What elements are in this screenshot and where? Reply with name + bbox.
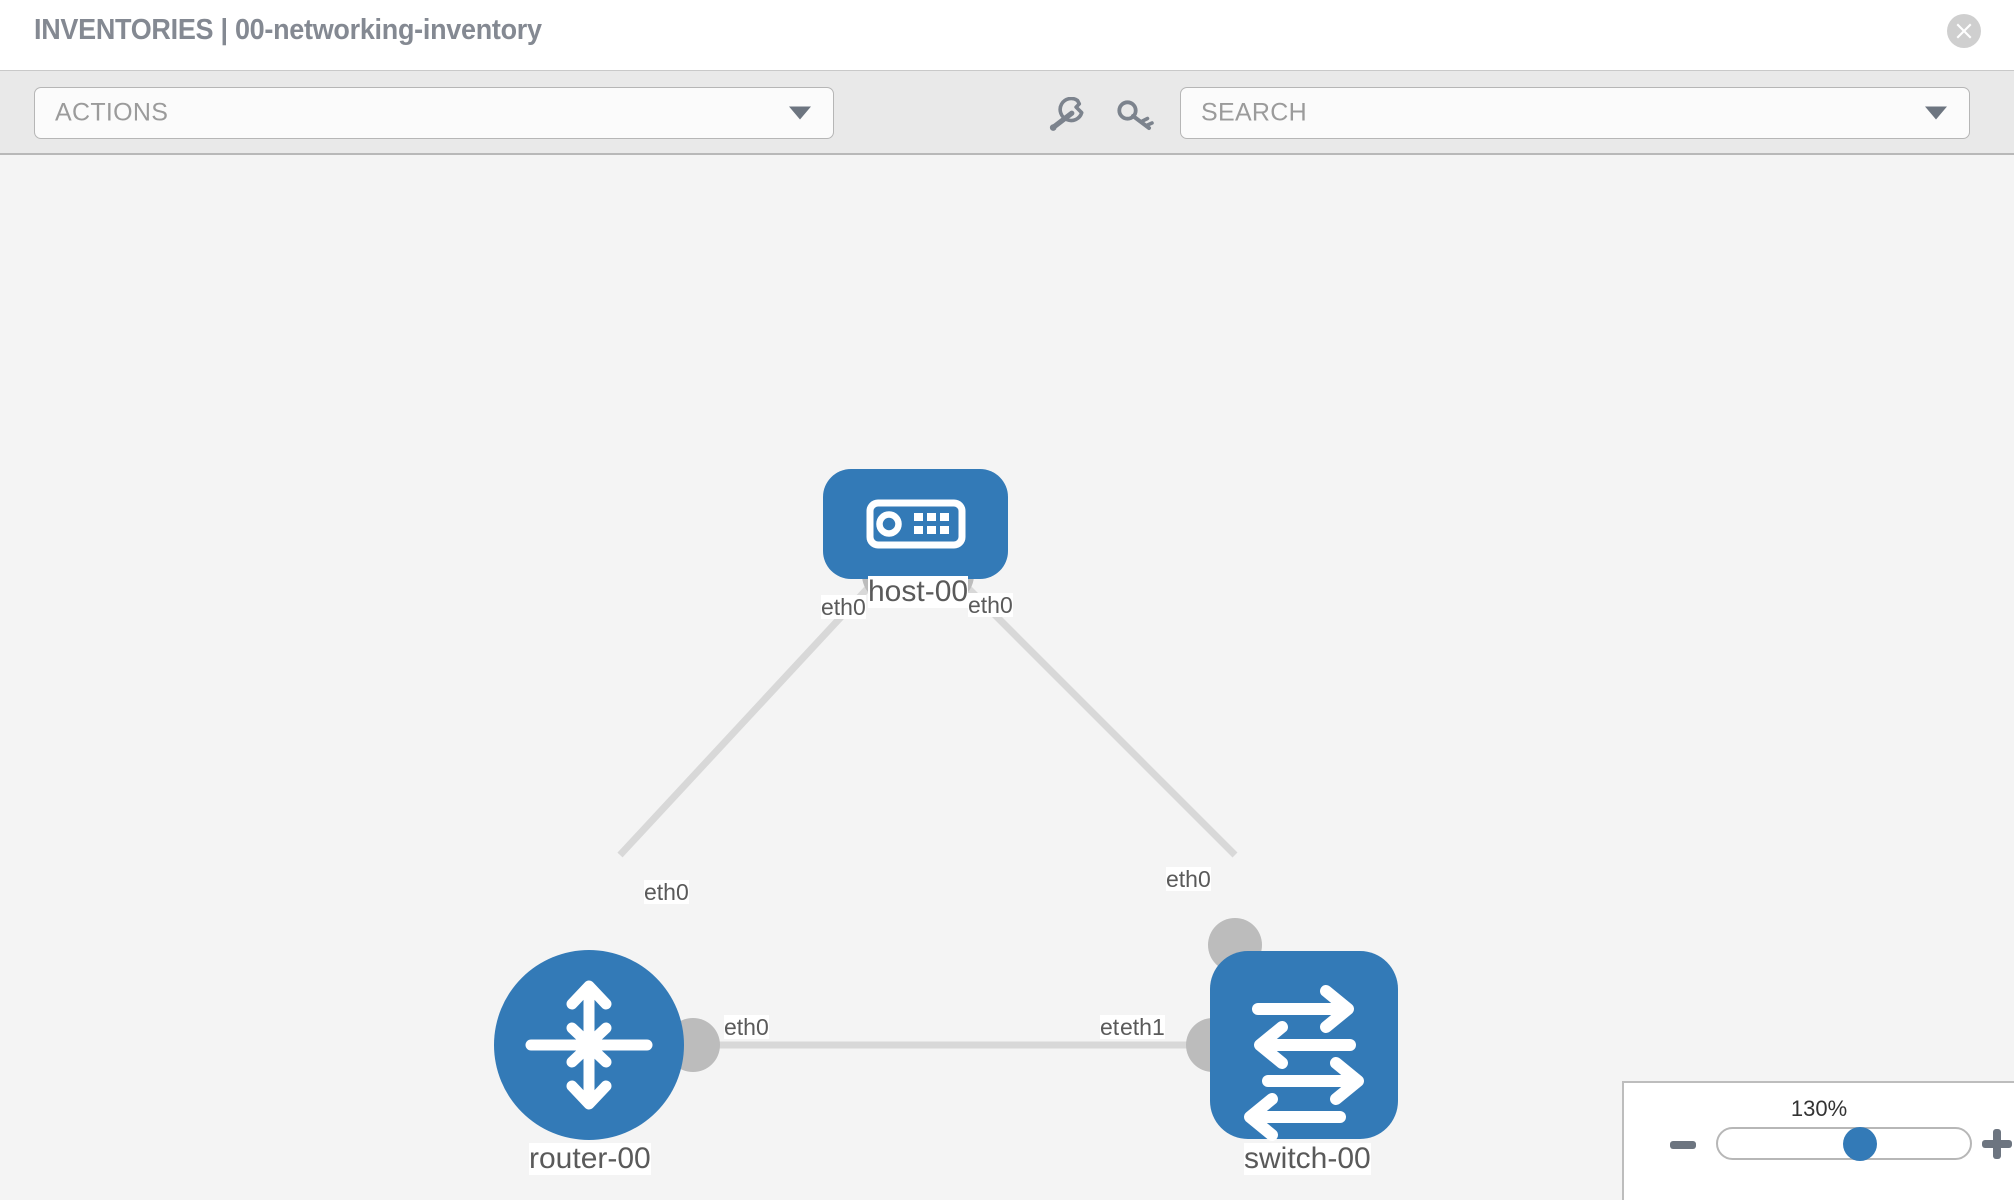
server-icon — [866, 499, 966, 549]
wrench-glyph — [1049, 96, 1084, 131]
port-label-switch-left-b: eth1 — [1120, 1014, 1165, 1040]
zoom-in-button[interactable] — [1982, 1129, 2012, 1159]
node-label-router-00: router-00 — [529, 1142, 651, 1175]
key-glyph — [1117, 100, 1154, 130]
actions-dropdown-label: ACTIONS — [55, 98, 169, 127]
port-label-router-right: eth0 — [724, 1014, 769, 1040]
node-label-host-00: host-00 — [868, 575, 969, 608]
chevron-down-icon — [789, 106, 811, 120]
switch-arrows-icon — [1244, 985, 1364, 1141]
node-router-00[interactable] — [494, 950, 684, 1140]
zoom-slider-track[interactable] — [1716, 1127, 1972, 1160]
edge-host-switch[interactable] — [952, 572, 1238, 858]
search-placeholder: SEARCH — [1201, 98, 1307, 127]
close-button[interactable] — [1947, 14, 1981, 48]
zoom-level-label: 130% — [1790, 1096, 1848, 1121]
key-icon[interactable] — [1116, 97, 1156, 133]
close-circle-icon — [1956, 23, 1972, 39]
router-arrows-icon — [525, 980, 653, 1110]
zoom-control-panel: 130% — [1622, 1081, 2014, 1200]
edge-router-host[interactable] — [617, 572, 883, 858]
actions-dropdown[interactable]: ACTIONS — [34, 87, 834, 139]
wrench-icon[interactable] — [1046, 96, 1086, 133]
toolbar: ACTIONS SEARCH — [0, 70, 2014, 155]
topology-canvas[interactable]: eth0 eth0 eth0 eth0 eth0 etl eth1 host-0… — [0, 155, 2014, 1200]
zoom-slider-thumb[interactable] — [1843, 1127, 1877, 1161]
node-label-switch-00: switch-00 — [1244, 1142, 1371, 1175]
node-switch-00[interactable] — [1210, 951, 1398, 1141]
port-label-host-right: eth0 — [968, 592, 1013, 618]
page-header: INVENTORIES | 00-networking-inventory — [0, 0, 2014, 70]
node-host-00[interactable] — [823, 469, 1008, 579]
port-label-switch-up: eth0 — [1166, 866, 1211, 892]
search-input[interactable]: SEARCH — [1180, 87, 1970, 139]
port-label-router-up: eth0 — [644, 879, 689, 905]
port-label-host-left: eth0 — [821, 594, 866, 620]
topology-graph — [494, 469, 1398, 1141]
chevron-down-icon — [1925, 106, 1947, 120]
zoom-out-button[interactable] — [1670, 1141, 1696, 1149]
page-title: INVENTORIES | 00-networking-inventory — [34, 14, 542, 46]
